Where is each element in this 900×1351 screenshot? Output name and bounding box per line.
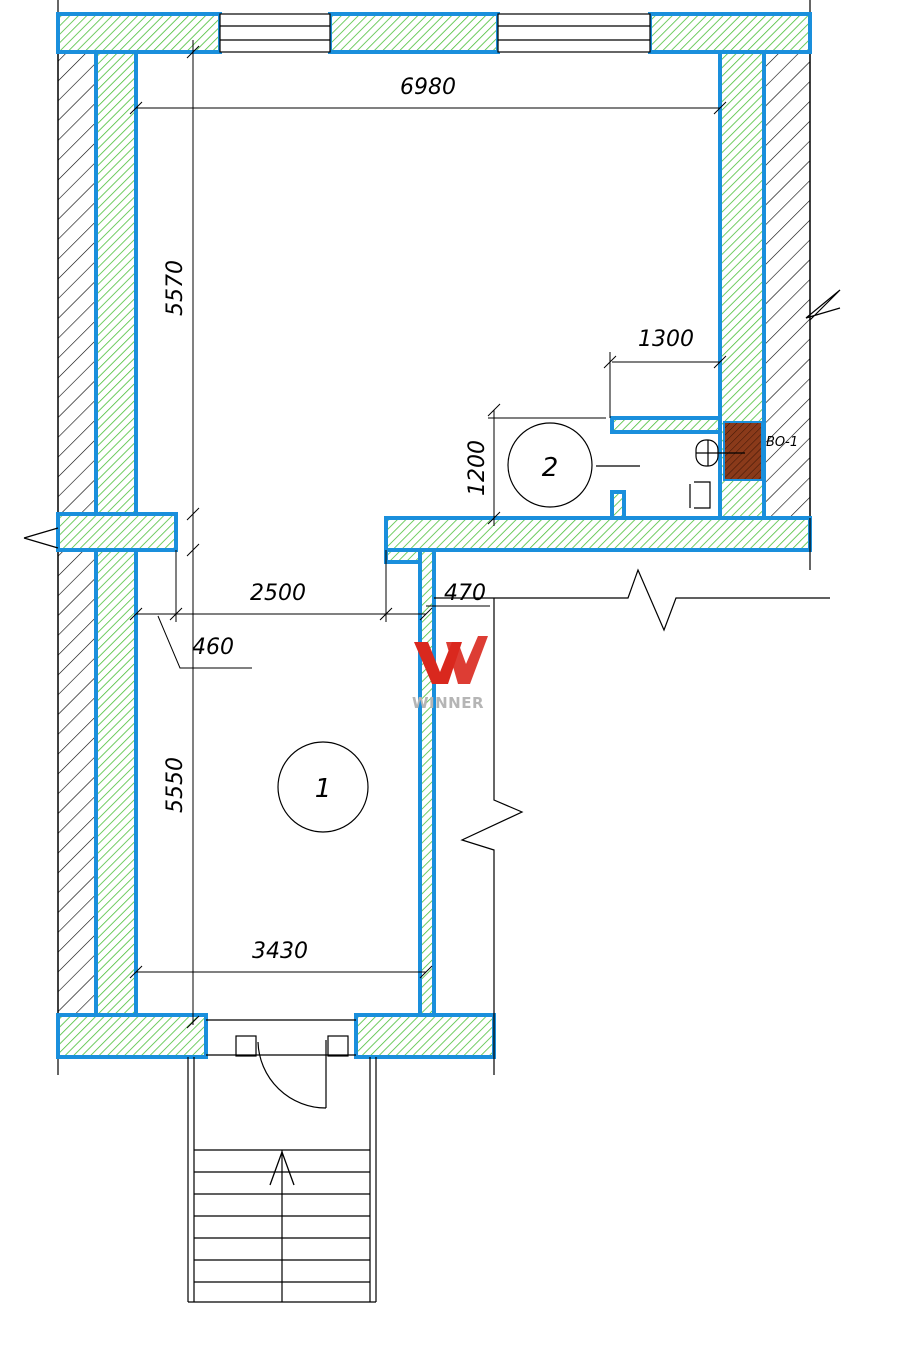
room-1-label: 1 (315, 774, 332, 804)
window-2 (497, 13, 651, 53)
wc-fixtures (596, 439, 745, 509)
winner-logo: WINNER (412, 636, 488, 712)
entrance-door (206, 1019, 356, 1109)
entrance-stairs (187, 1057, 377, 1303)
dim-width-wc: 1300 (638, 327, 694, 352)
watermark-text: WINNER (412, 694, 484, 712)
dim-wall-gap: 470 (444, 581, 486, 606)
room-2-marker: 2 (507, 422, 593, 508)
dim-width-lower: 3430 (252, 939, 308, 964)
window-1 (219, 13, 331, 53)
break-lines (23, 289, 841, 1075)
dim-width-main: 6980 (400, 75, 456, 100)
riser-block (723, 421, 763, 481)
arrow-up-icon (269, 1150, 295, 1186)
walls (56, 12, 812, 1059)
dim-height-wc: 1200 (465, 440, 490, 496)
equipment-label: ВО-1 (766, 435, 798, 450)
dim-height-main: 5570 (163, 260, 188, 316)
dim-wall-thickness: 460 (192, 635, 234, 660)
dim-width-corridor: 2500 (250, 581, 306, 606)
dim-height-lower: 5550 (163, 757, 188, 813)
room-1-marker: 1 (277, 741, 369, 833)
dimension-lines (129, 40, 727, 1029)
room-2-label: 2 (542, 453, 559, 483)
